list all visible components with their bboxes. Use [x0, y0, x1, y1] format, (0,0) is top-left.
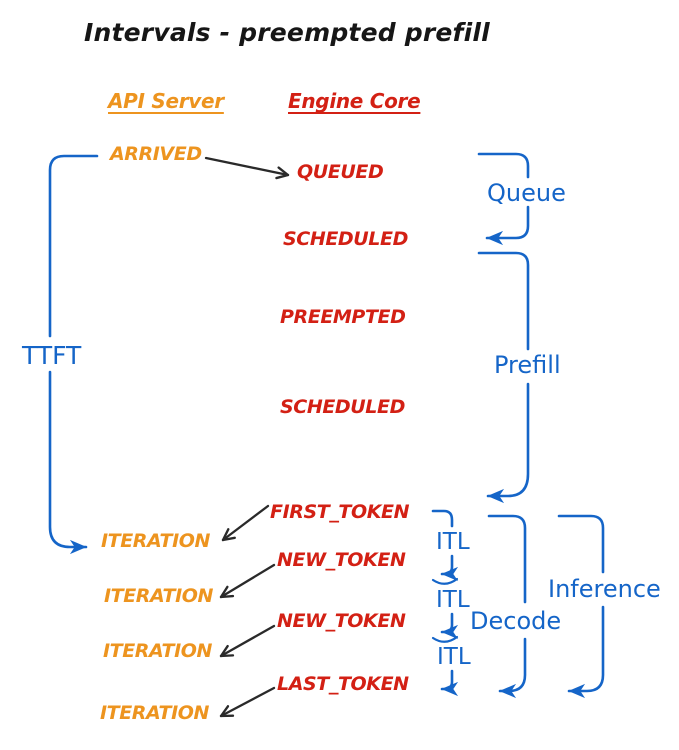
itl-hook-arrows [431, 509, 459, 697]
event-iteration-2: ITERATION [104, 585, 214, 607]
event-scheduled-2: SCHEDULED [280, 396, 405, 418]
column-header-engine-core: Engine Core [288, 89, 421, 113]
event-iteration-4: ITERATION [100, 702, 210, 724]
arrow-new-token-1-iteration [219, 563, 276, 599]
event-queued: QUEUED [297, 161, 384, 183]
event-scheduled-1: SCHEDULED [283, 228, 408, 250]
itl-label-3: ITL [437, 644, 471, 670]
event-arrived: ARRIVED [110, 143, 202, 165]
queue-bracket [477, 152, 530, 246]
prefill-label: Prefill [494, 351, 561, 379]
decode-bracket [487, 514, 527, 699]
decode-label: Decode [470, 607, 562, 635]
inference-label: Inference [548, 575, 661, 603]
event-iteration-1: ITERATION [101, 530, 211, 552]
inference-bracket [557, 514, 605, 699]
queue-label: Queue [487, 179, 566, 207]
arrow-first-token-iteration [221, 504, 270, 542]
event-first-token: FIRST_TOKEN [270, 501, 410, 523]
arrow-new-token-2-iteration [219, 624, 276, 658]
itl-label-2: ITL [436, 587, 470, 613]
event-iteration-3: ITERATION [103, 640, 213, 662]
itl-label-1: ITL [436, 529, 470, 555]
ttft-label: TTFT [22, 341, 82, 370]
event-last-token: LAST_TOKEN [277, 673, 409, 695]
event-new-token-2: NEW_TOKEN [277, 610, 406, 632]
arrow-arrived-queued [204, 156, 290, 180]
event-preempted: PREEMPTED [280, 306, 406, 328]
arrow-last-token-iteration [219, 686, 276, 718]
prefill-bracket [477, 251, 530, 504]
column-header-api-server: API Server [108, 89, 224, 113]
ttft-bracket [48, 154, 99, 555]
diagram-title: Intervals - preempted prefill [84, 18, 490, 47]
event-new-token-1: NEW_TOKEN [277, 549, 406, 571]
